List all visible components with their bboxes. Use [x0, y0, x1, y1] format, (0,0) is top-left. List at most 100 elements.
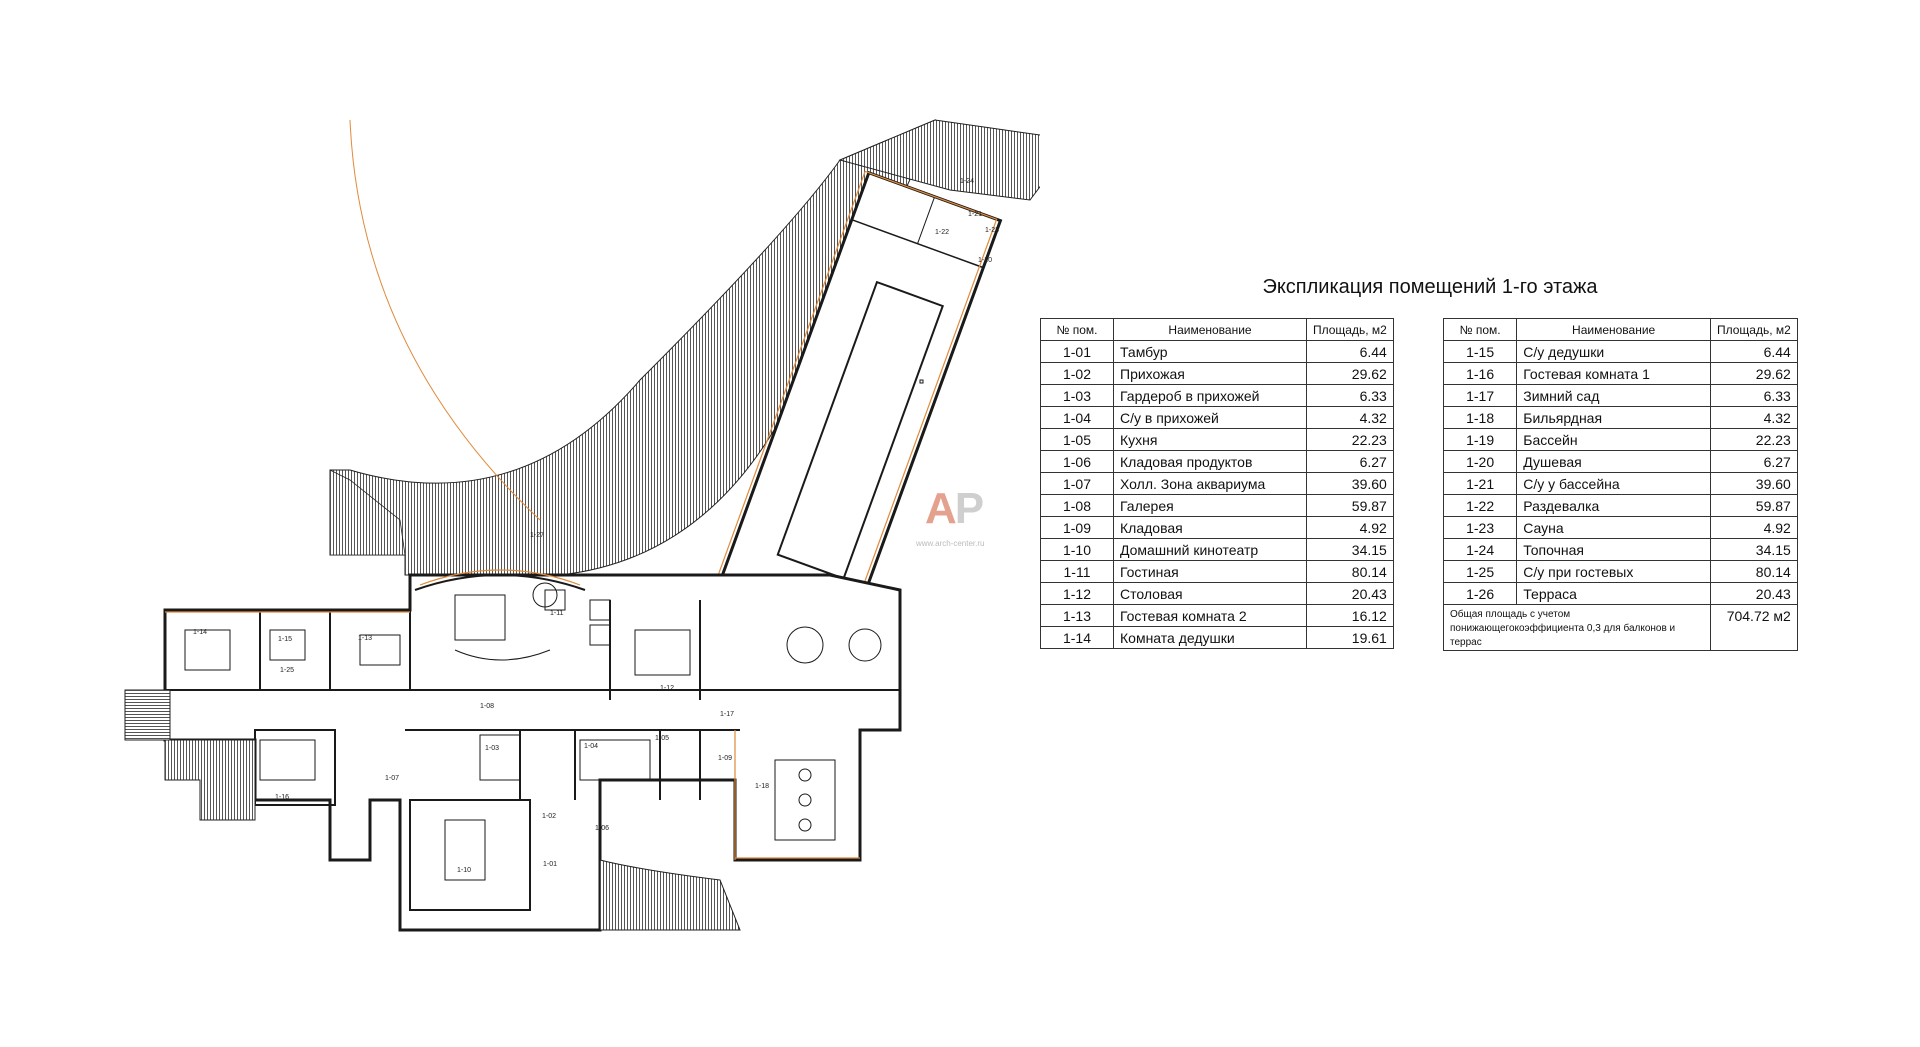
cell-name: Домашний кинотеатр [1113, 538, 1307, 561]
room-label: 1-04 [584, 743, 598, 750]
logo: AP [925, 484, 984, 534]
cell-name: Гостевая комната 2 [1113, 604, 1307, 627]
cell-area: 19.61 [1306, 626, 1394, 649]
room-label: 1-06 [595, 825, 609, 832]
cell-name: Галерея [1113, 494, 1307, 517]
cell-area: 20.43 [1710, 582, 1798, 605]
room-label: 1-20 [978, 257, 992, 264]
table-header-row: № пом. Наименование Площадь, м2 [1040, 318, 1394, 341]
cell-num: 1-07 [1040, 472, 1114, 495]
header-num: № пом. [1442, 318, 1518, 341]
cell-num: 1-25 [1442, 560, 1518, 583]
cell-name: Холл. Зона аквариума [1113, 472, 1307, 495]
cell-area: 59.87 [1306, 494, 1394, 517]
total-label: Общая площадь с учетом понижающегокоэффи… [1443, 604, 1711, 651]
cell-name: Кладовая [1113, 516, 1307, 539]
room-label: 1-27 [530, 532, 544, 539]
total-row: Общая площадь с учетом понижающегокоэффи… [1443, 604, 1798, 651]
cell-num: 1-19 [1442, 428, 1518, 451]
cell-num: 1-04 [1040, 406, 1114, 429]
room-label: 1-08 [480, 703, 494, 710]
cell-name: Прихожая [1113, 362, 1307, 385]
cell-num: 1-15 [1442, 340, 1518, 363]
room-label: 1-18 [755, 783, 769, 790]
cell-name: Топочная [1516, 538, 1711, 561]
terrace-upper-band [838, 119, 1040, 201]
cell-area: 16.12 [1306, 604, 1394, 627]
cell-area: 4.92 [1306, 516, 1394, 539]
logo-letter-a: A [925, 484, 957, 533]
cell-area: 80.14 [1710, 560, 1798, 583]
cell-name: С/у у бассейна [1516, 472, 1711, 495]
cell-num: 1-16 [1442, 362, 1518, 385]
header-name: Наименование [1113, 318, 1307, 341]
cell-area: 4.32 [1710, 406, 1798, 429]
cell-area: 59.87 [1710, 494, 1798, 517]
cell-name: Тамбур [1113, 340, 1307, 363]
cell-area: 34.15 [1710, 538, 1798, 561]
cell-num: 1-01 [1040, 340, 1114, 363]
cell-area: 39.60 [1710, 472, 1798, 495]
cell-num: 1-13 [1040, 604, 1114, 627]
total-value: 704.72 м2 [1710, 604, 1798, 651]
cell-num: 1-26 [1442, 582, 1518, 605]
cell-area: 6.44 [1710, 340, 1798, 363]
cell-num: 1-10 [1040, 538, 1114, 561]
logo-url: www.arch-center.ru [916, 539, 985, 548]
cell-num: 1-02 [1040, 362, 1114, 385]
cell-num: 1-24 [1442, 538, 1518, 561]
accent-lines [165, 569, 860, 860]
room-label: 1-02 [542, 813, 556, 820]
cell-area: 20.43 [1306, 582, 1394, 605]
room-label: 1-12 [660, 685, 674, 692]
cell-area: 22.23 [1710, 428, 1798, 451]
cell-area: 29.62 [1710, 362, 1798, 385]
cell-area: 6.33 [1710, 384, 1798, 407]
cell-num: 1-03 [1040, 384, 1114, 407]
cell-area: 80.14 [1306, 560, 1394, 583]
cell-num: 1-14 [1040, 626, 1114, 649]
pool [776, 280, 945, 580]
room-label: 1-11 [550, 610, 564, 617]
cell-area: 39.60 [1306, 472, 1394, 495]
room-label: 1-25 [280, 667, 294, 674]
cell-num: 1-08 [1040, 494, 1114, 517]
room-label: 1-22 [935, 229, 949, 236]
room-label: 1-21 [968, 211, 982, 218]
cell-name: Гостевая комната 1 [1516, 362, 1711, 385]
floor-plan: 1-11 1-12 1-13 1-14 1-15 1-16 1-17 1-18 … [124, 119, 1040, 932]
cell-area: 6.27 [1710, 450, 1798, 473]
cell-area: 6.33 [1306, 384, 1394, 407]
cell-name: С/у дедушки [1516, 340, 1711, 363]
cell-name: С/у при гостевых [1516, 560, 1711, 583]
room-label: 1-24 [960, 178, 974, 185]
cell-num: 1-05 [1040, 428, 1114, 451]
cell-area: 4.92 [1710, 516, 1798, 539]
entrance-terrace [599, 859, 741, 931]
room-label: 1-15 [278, 636, 292, 643]
room-label: 1-03 [485, 745, 499, 752]
interior-walls [165, 574, 900, 911]
terrace-left-wing [329, 469, 406, 556]
